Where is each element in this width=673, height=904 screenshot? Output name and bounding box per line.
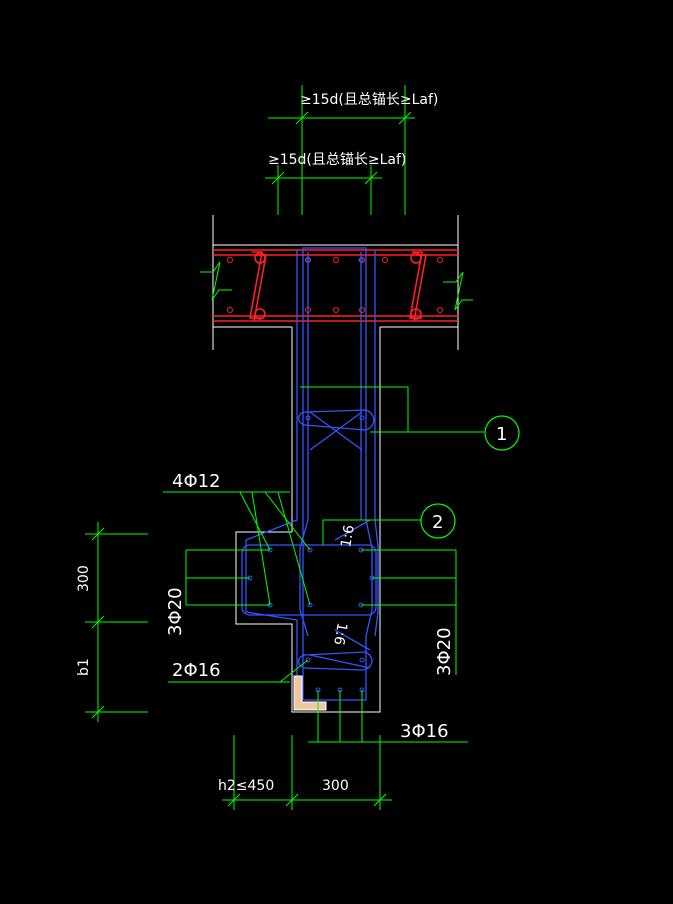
beam-outline (235, 327, 381, 713)
callout-one-circle (484, 415, 520, 451)
bottom-left-bars-label: 2Φ16 (172, 660, 221, 681)
lower-slope-label: 1:6 (330, 621, 350, 646)
bottom-dimension-group (222, 735, 392, 810)
anchor-dimension-group: ≥15d(且总锚长≥Laf) ≥15d(且总锚长≥Laf) (265, 85, 438, 215)
bottom-right-dimension: 300 (322, 778, 349, 794)
anchor-outer-label: ≥15d(且总锚长≥Laf) (300, 92, 438, 108)
leader-lines (163, 386, 484, 743)
beam-rebar (241, 247, 379, 701)
right-side-bars-label: 3Φ20 (434, 627, 455, 676)
left-lower-dimension: b1 (76, 658, 92, 676)
beam-bar-dots (247, 257, 375, 693)
callout-two-label: 2 (432, 512, 443, 533)
left-side-bars-label: 3Φ20 (165, 587, 186, 636)
slab-outline (200, 215, 473, 350)
bottom-bars-label: 3Φ16 (400, 721, 449, 742)
left-upper-dimension: 300 (76, 565, 92, 592)
slab-rebar (213, 249, 458, 322)
top-bars-label: 4Φ12 (172, 471, 221, 492)
callout-two-circle (420, 503, 456, 539)
anchor-inner-label: ≥15d(且总锚长≥Laf) (268, 152, 406, 168)
bottom-left-dimension: h2≤450 (218, 778, 274, 794)
corner-angle-steel (293, 675, 327, 711)
left-dimension-group (85, 522, 148, 722)
upper-slope-label: 1:6 (338, 524, 358, 549)
callout-one-label: 1 (496, 424, 507, 445)
